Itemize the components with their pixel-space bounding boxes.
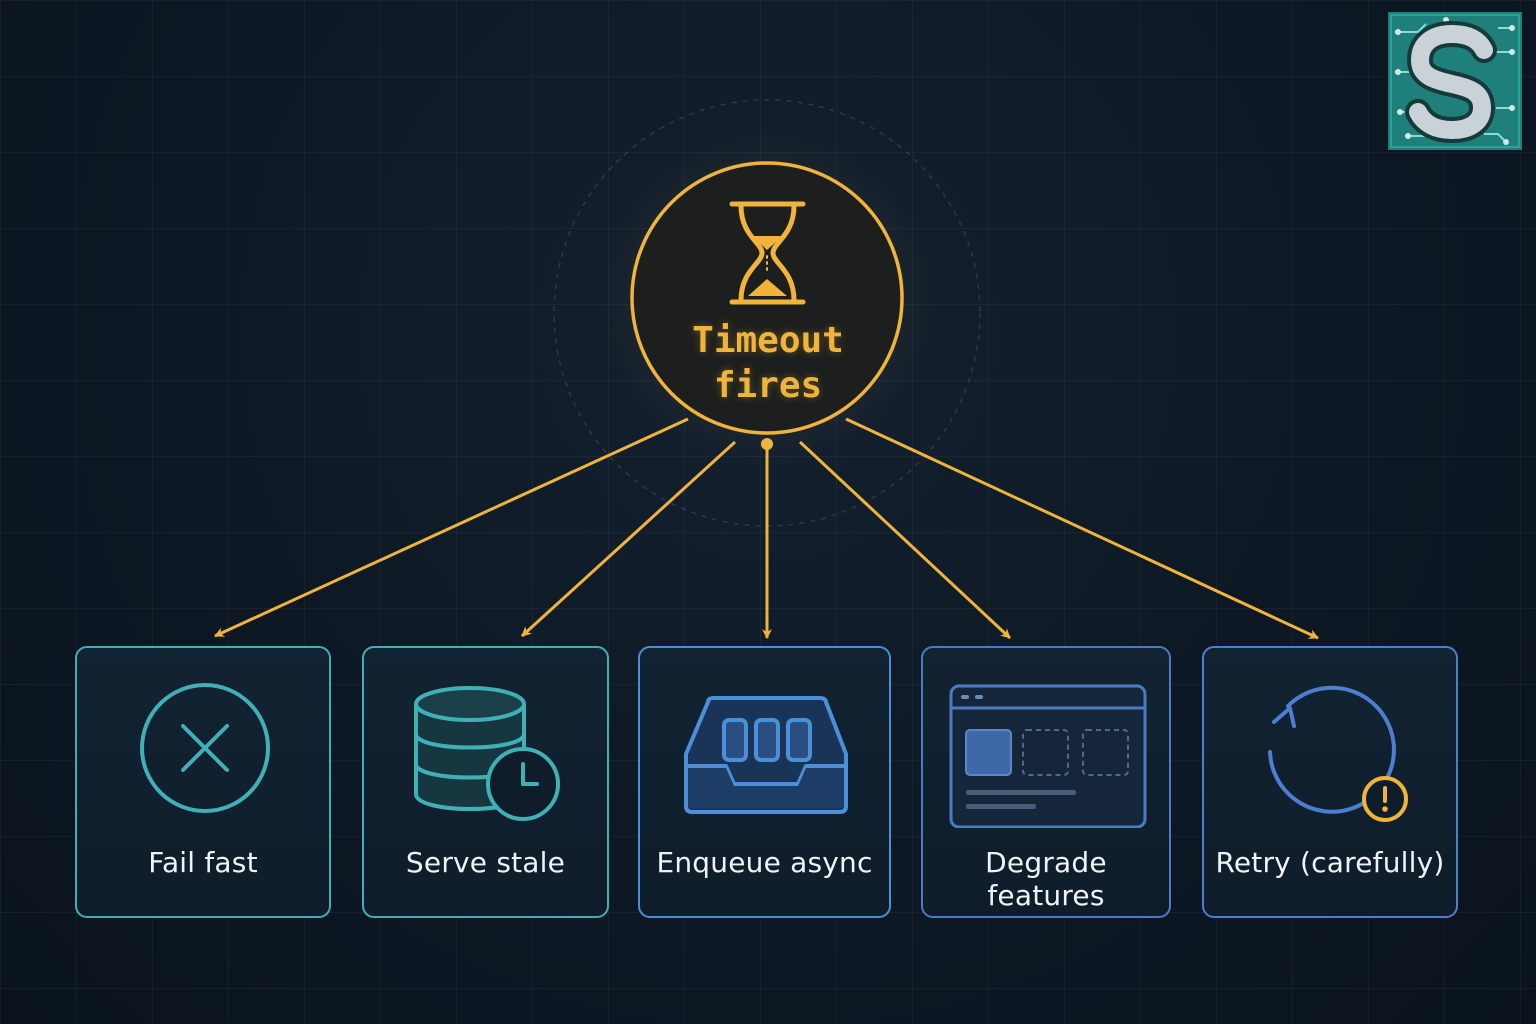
retry-warning-icon — [1204, 668, 1456, 828]
hourglass-icon — [729, 201, 806, 305]
arrow-fail-fast — [214, 417, 689, 638]
outcome-card-fail-fast: Fail fast — [75, 646, 331, 918]
outcome-label: Degrade features — [985, 846, 1107, 912]
arrow-retry-carefully — [845, 417, 1319, 640]
s-circuit-logo-icon — [1388, 12, 1522, 150]
outcome-card-serve-stale: Serve stale — [362, 646, 609, 918]
queue-tray-icon — [640, 668, 889, 828]
timeout-label: Timeout fires — [643, 318, 893, 408]
outcome-label: Fail fast — [148, 846, 258, 879]
x-circle-icon — [77, 668, 329, 828]
outcome-label: Retry (carefully) — [1215, 846, 1445, 879]
arrow-degrade-features — [798, 440, 1012, 640]
outcome-label: Serve stale — [405, 846, 566, 879]
timeout-node — [630, 161, 904, 435]
arrow-hub-dot — [761, 438, 773, 450]
timeout-label-line1: Timeout — [692, 320, 844, 361]
database-clock-icon — [364, 668, 607, 828]
outcome-label: Enqueue async — [656, 846, 873, 879]
outcome-card-degrade-features: Degrade features — [921, 646, 1171, 918]
degraded-window-icon — [923, 668, 1169, 828]
timeout-label-line2: fires — [713, 365, 823, 406]
arrow-serve-stale — [520, 440, 737, 638]
outcome-card-retry-carefully: Retry (carefully) — [1202, 646, 1458, 918]
outcome-card-enqueue-async: Enqueue async — [638, 646, 891, 918]
